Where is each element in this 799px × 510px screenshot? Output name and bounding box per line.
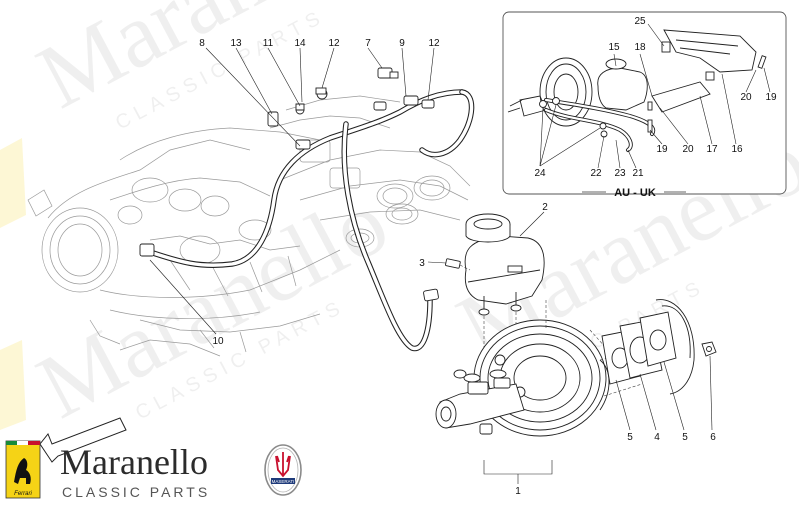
- vacuum-hose: [139, 89, 475, 352]
- inset-callout-19-left: 19: [656, 144, 668, 155]
- booster-gaskets: [601, 299, 717, 395]
- brake-booster: [435, 300, 643, 437]
- inset-callout-20-right: 20: [740, 92, 752, 103]
- inset-callout-24: 24: [534, 168, 546, 179]
- inset-callout-19-right: 19: [765, 92, 777, 103]
- inset-callout-25: 25: [634, 16, 646, 27]
- callout-10: 10: [212, 336, 224, 347]
- logo-word: Maranello: [60, 442, 208, 482]
- maserati-logo-text: MASERATI: [272, 479, 295, 484]
- callout-1: 1: [515, 486, 521, 497]
- brake-fluid-reservoir: [445, 213, 545, 380]
- inset-callout-18: 18: [634, 42, 646, 53]
- watermark-word-mid: Maranello: [22, 170, 404, 438]
- callout-2: 2: [542, 202, 548, 213]
- callout-7: 7: [365, 38, 371, 49]
- callout-5-left: 5: [627, 432, 633, 443]
- inset-au-uk: 25 15 18 20 19 16 17 20 19 21 23 22 24 A…: [502, 11, 787, 199]
- inset-callout-21: 21: [632, 168, 644, 179]
- fittings-top: [267, 67, 435, 150]
- callout-12-right: 12: [428, 38, 440, 49]
- inset-callout-22: 22: [590, 168, 602, 179]
- callout-6: 6: [710, 432, 716, 443]
- ferrari-badge-text: Ferrari: [14, 491, 32, 497]
- logo-sub: CLASSIC PARTS: [62, 484, 210, 500]
- callouts-main: 8 13 11 14 12 7 9 12 2 3 10 5 4 5 6 1: [199, 38, 716, 497]
- callout-4: 4: [654, 432, 660, 443]
- inset-callout-15: 15: [608, 42, 620, 53]
- maserati-logo: MASERATI: [264, 444, 302, 496]
- callout-3: 3: [419, 258, 425, 269]
- callout-12-left: 12: [328, 38, 340, 49]
- callout-13: 13: [230, 38, 242, 49]
- inset-callout-16: 16: [731, 144, 743, 155]
- ferrari-badge: Ferrari: [5, 440, 41, 499]
- callout-8: 8: [199, 38, 205, 49]
- callout-5-right: 5: [682, 432, 688, 443]
- callout-9: 9: [399, 38, 405, 49]
- inset-callout-23: 23: [614, 168, 626, 179]
- inset-callout-20-left: 20: [682, 144, 694, 155]
- callout-11: 11: [263, 38, 274, 49]
- callout-14: 14: [294, 38, 306, 49]
- watermark-ferrari-badge-left: [0, 138, 26, 430]
- front-arrow-icon: [39, 417, 127, 463]
- inset-title: AU - UK: [614, 187, 656, 199]
- inset-callout-17: 17: [706, 144, 718, 155]
- leader-lines: [149, 47, 713, 484]
